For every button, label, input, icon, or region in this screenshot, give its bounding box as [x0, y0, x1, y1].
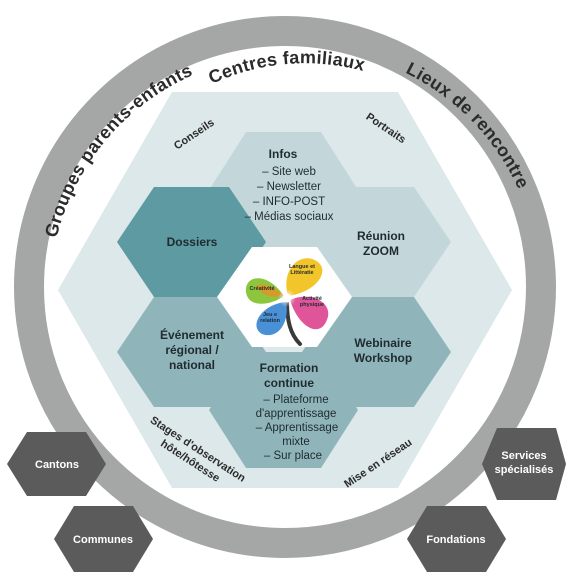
svg-text:spécialisés: spécialisés	[495, 464, 554, 476]
hex-evenement-line1: Événement	[160, 327, 224, 342]
hex-infos-item: – Newsletter	[257, 181, 321, 193]
hex-reunion	[302, 187, 451, 297]
hex-formation-item: – Plateforme	[263, 394, 328, 406]
hex-evenement-line3: national	[169, 358, 215, 372]
outer-hex-services: Services spécialisés	[482, 428, 566, 500]
petal-langue	[286, 258, 323, 296]
svg-text:Communes: Communes	[73, 534, 133, 546]
svg-text:Fondations: Fondations	[426, 534, 485, 546]
hex-formation-item: d'apprentissage	[256, 408, 337, 420]
hex-formation-item: – Sur place	[264, 450, 322, 462]
hex-infos-item: – Médias sociaux	[245, 211, 334, 223]
petal-creativite-accent	[256, 284, 284, 297]
hex-webinaire-line2: Workshop	[354, 351, 412, 365]
hex-reunion-line2: ZOOM	[363, 244, 399, 258]
outer-ring	[14, 16, 556, 558]
hex-infos-item: – Site web	[262, 166, 316, 178]
hex-reunion-line1: Réunion	[357, 229, 405, 243]
hex-formation-item: mixte	[282, 436, 309, 448]
ring-label-top: Centres familiaux	[205, 47, 367, 87]
hex-dossiers-title: Dossiers	[167, 235, 218, 249]
hex-formation-line1: Formation	[260, 361, 319, 375]
flower-center-dot	[282, 293, 292, 303]
hex-webinaire	[302, 297, 451, 407]
hex-dossiers	[117, 187, 266, 297]
hex-infos-title: Infos	[269, 147, 298, 161]
petal-label-creativite: Créativité	[249, 286, 274, 292]
hex-infos-item: – INFO-POST	[253, 196, 325, 208]
hex-evenement-line2: régional /	[165, 343, 219, 357]
outer-hex-fondations: Fondations	[407, 506, 506, 572]
svg-text:Services: Services	[501, 450, 546, 462]
hex-formation	[209, 352, 358, 468]
petal-jeu	[256, 302, 287, 336]
svg-text:Cantons: Cantons	[35, 459, 79, 471]
hex-formation-item: – Apprentissage	[256, 422, 338, 434]
hex-formation-line2: continue	[264, 376, 314, 390]
hex-webinaire-line1: Webinaire	[354, 336, 411, 350]
outer-hex-cantons: Cantons	[7, 432, 106, 496]
petal-activite	[290, 296, 329, 330]
outer-hex-communes: Communes	[54, 506, 153, 572]
